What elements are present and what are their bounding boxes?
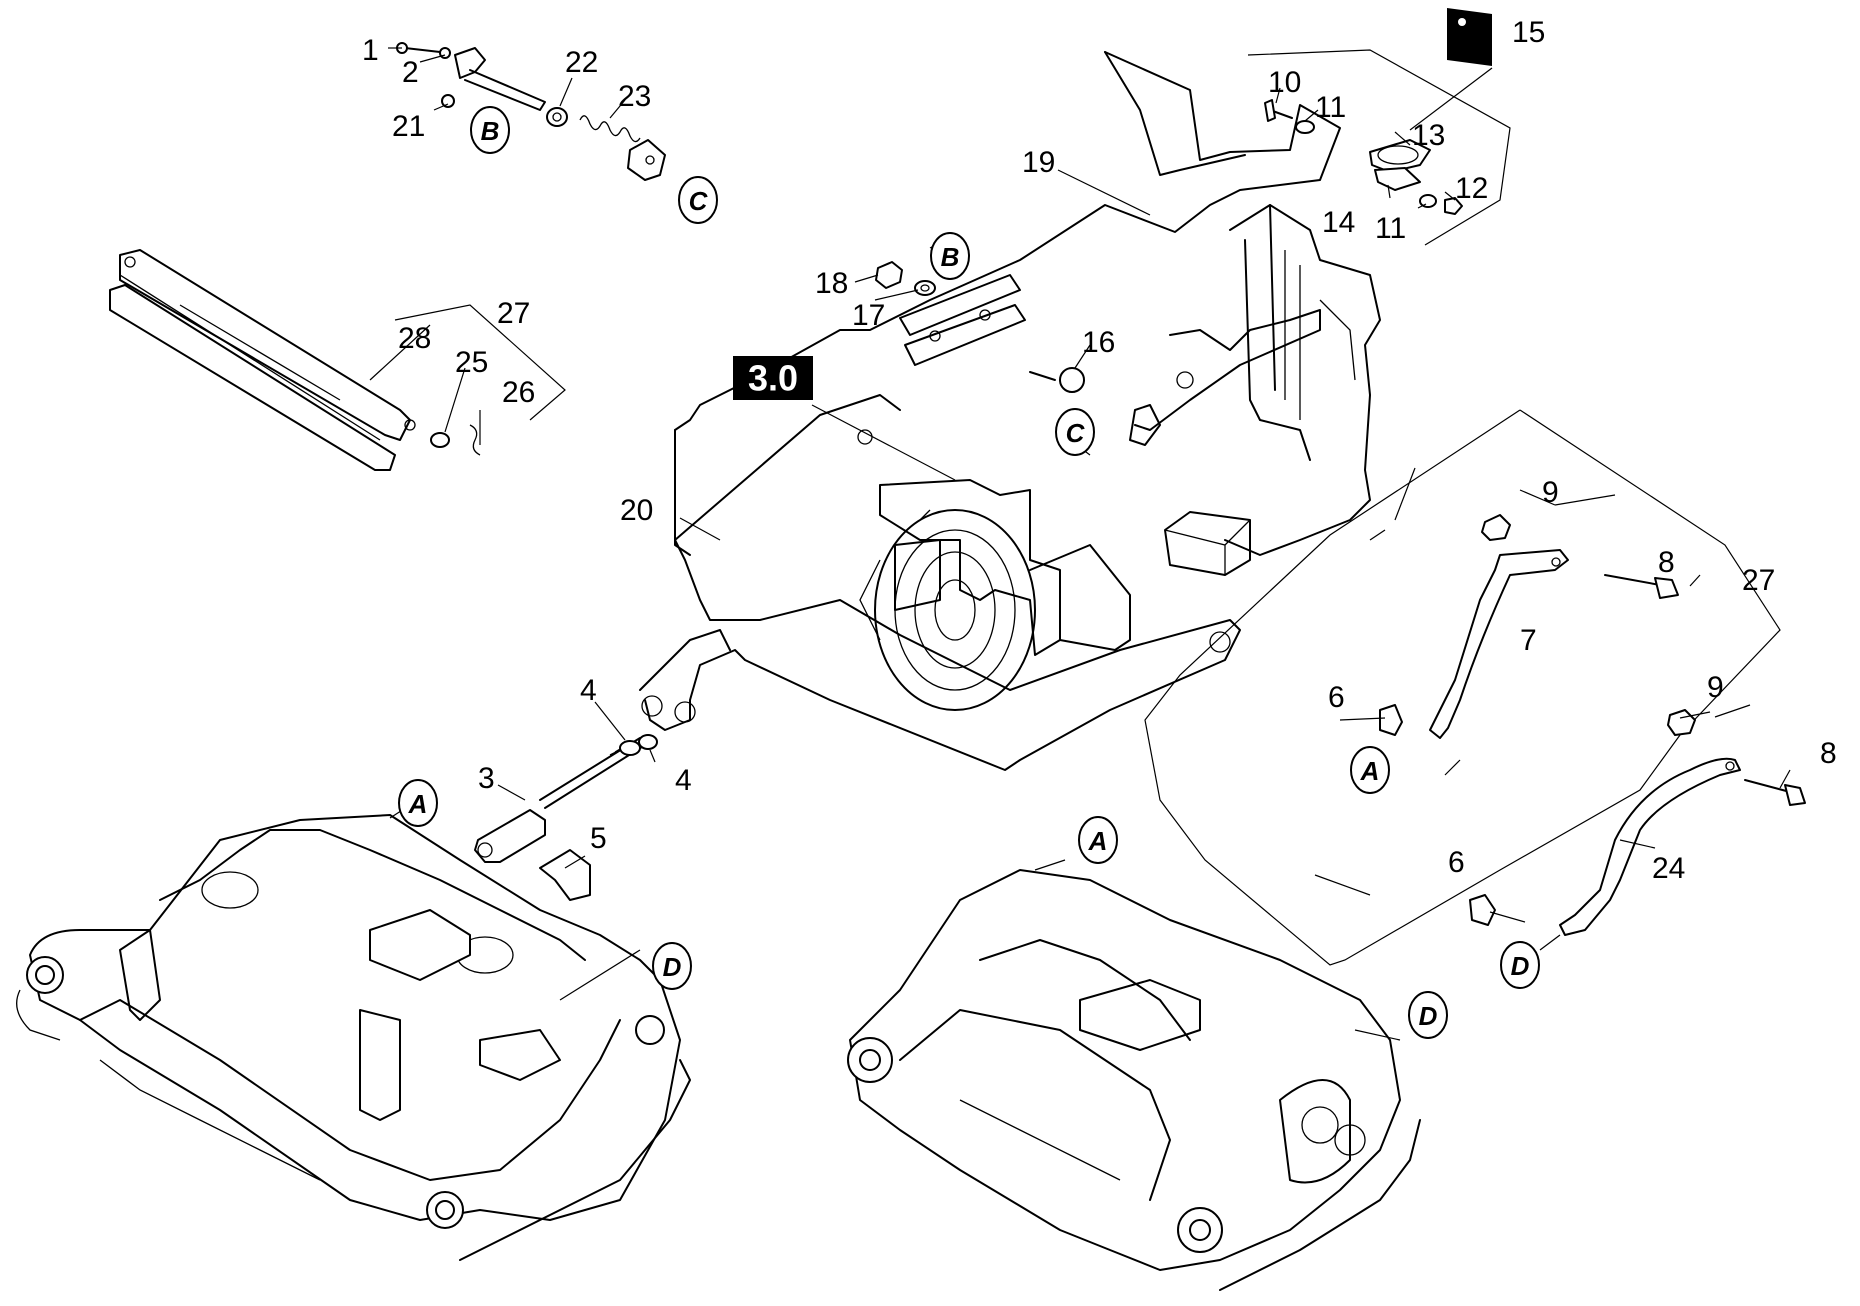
callout-28: 28 bbox=[398, 322, 431, 355]
callout-4a: 4 bbox=[580, 674, 597, 707]
callout-27b: 27 bbox=[1742, 564, 1775, 597]
svg-text:C: C bbox=[689, 186, 709, 216]
callout-11b: 11 bbox=[1375, 212, 1406, 245]
callout-8a: 8 bbox=[1658, 546, 1675, 579]
guide-rail bbox=[109, 249, 566, 471]
callout-1: 1 bbox=[362, 34, 379, 67]
svg-text:D: D bbox=[663, 952, 682, 982]
callout-8b: 8 bbox=[1820, 737, 1837, 770]
main-frame bbox=[639, 51, 1381, 771]
callout-25: 25 bbox=[455, 346, 488, 379]
ref-a-deck-right: A bbox=[1078, 816, 1118, 864]
callout-3: 3 bbox=[478, 762, 495, 795]
callout-11a: 11 bbox=[1315, 91, 1346, 124]
svg-text:D: D bbox=[1511, 951, 1530, 981]
callout-4b: 4 bbox=[675, 764, 692, 797]
ref-d-link: D bbox=[1500, 941, 1540, 989]
ref-c-spring: C bbox=[678, 176, 718, 224]
callout-22: 22 bbox=[565, 46, 598, 79]
callout-9a: 9 bbox=[1542, 476, 1559, 509]
callout-14: 14 bbox=[1322, 206, 1355, 239]
callout-17: 17 bbox=[852, 299, 885, 332]
clamp-plates bbox=[875, 261, 1085, 393]
callout-2: 2 bbox=[402, 56, 419, 89]
ref-c-frame: C bbox=[1055, 408, 1095, 456]
svg-text:B: B bbox=[481, 116, 500, 146]
upper-bracket-parts bbox=[1247, 8, 1511, 246]
link-arms bbox=[1144, 409, 1806, 966]
ref-d-deck-right: D bbox=[1408, 991, 1448, 1039]
callout-24: 24 bbox=[1652, 852, 1685, 885]
section-badge: 3.0 bbox=[733, 356, 813, 400]
callout-15: 15 bbox=[1512, 16, 1545, 49]
callout-12: 12 bbox=[1455, 172, 1488, 205]
callout-21: 21 bbox=[392, 110, 425, 143]
ref-a-link-upper: A bbox=[1350, 746, 1390, 794]
callout-leaders bbox=[369, 47, 1791, 1041]
callout-5: 5 bbox=[590, 822, 607, 855]
callout-13: 13 bbox=[1412, 119, 1445, 152]
callout-7: 7 bbox=[1520, 624, 1537, 657]
callout-23: 23 bbox=[618, 80, 651, 113]
callout-6a: 6 bbox=[1328, 681, 1345, 714]
ref-b-frame: B bbox=[930, 232, 970, 280]
svg-text:C: C bbox=[1066, 418, 1086, 448]
callout-20: 20 bbox=[620, 494, 653, 527]
drawbar bbox=[474, 734, 658, 901]
callout-27a: 27 bbox=[497, 297, 530, 330]
svg-text:A: A bbox=[408, 789, 428, 819]
ref-a-deck-left: A bbox=[398, 779, 438, 827]
section-label: 3.0 bbox=[748, 358, 798, 399]
reference-markers: A A A A B B C C D bbox=[398, 106, 1540, 1039]
ref-b-pin: B bbox=[470, 106, 510, 154]
mower-deck-left bbox=[16, 814, 691, 1261]
part-callouts: 1 2 3 4 4 5 6 6 7 8 8 9 9 10 11 11 12 13… bbox=[362, 16, 1837, 885]
svg-text:A: A bbox=[1360, 756, 1380, 786]
callout-10: 10 bbox=[1268, 66, 1301, 99]
callout-18: 18 bbox=[815, 267, 848, 300]
callout-19: 19 bbox=[1022, 146, 1055, 179]
callout-6b: 6 bbox=[1448, 846, 1465, 879]
mower-deck-right bbox=[847, 869, 1421, 1291]
callout-9b: 9 bbox=[1707, 671, 1724, 704]
callout-16: 16 bbox=[1082, 326, 1115, 359]
svg-text:B: B bbox=[941, 242, 960, 272]
callout-26: 26 bbox=[502, 376, 535, 409]
svg-text:D: D bbox=[1419, 1001, 1438, 1031]
svg-text:A: A bbox=[1088, 826, 1108, 856]
ref-d-deck-left: D bbox=[652, 942, 692, 990]
